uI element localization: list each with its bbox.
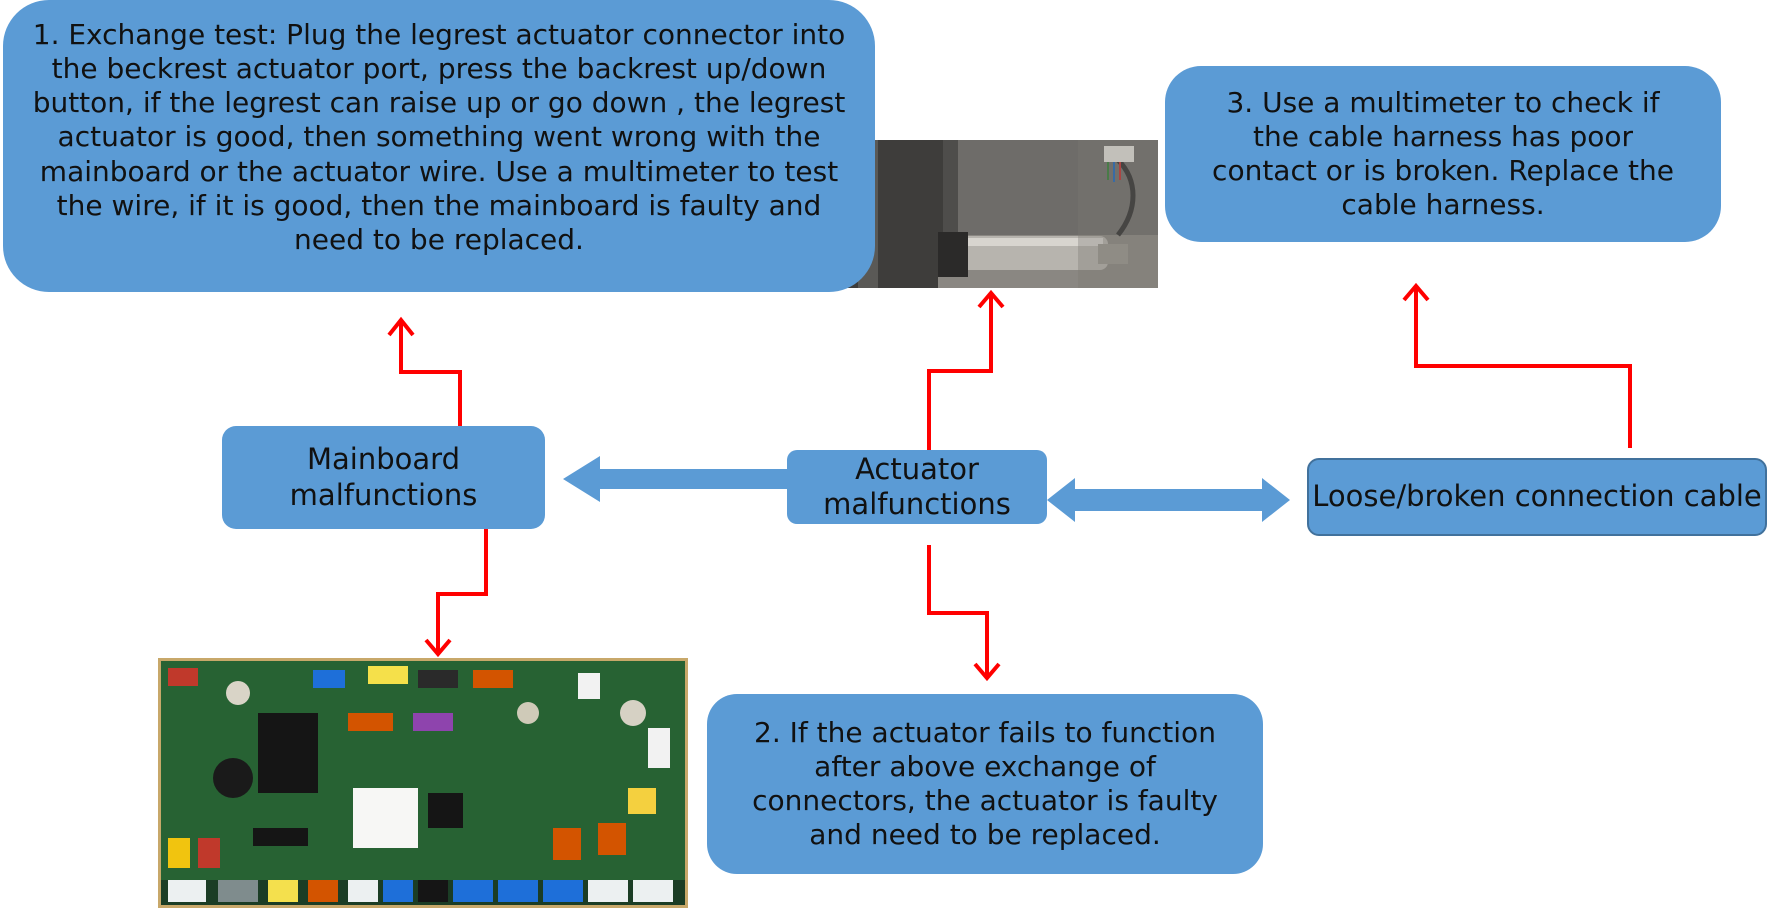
replace-actuator-text: 2. If the actuator fails to function aft… [752, 715, 1218, 852]
actuator-photo [838, 140, 1158, 288]
block-arrow-double [1047, 478, 1290, 522]
mainboard-malfunctions-label: Mainboard malfunctions [289, 442, 478, 512]
exchange-test-callout: 1. Exchange test: Plug the legrest actua… [3, 0, 875, 292]
red-connector-mainboard-down [424, 529, 488, 658]
actuator-malfunctions-label: Actuator malfunctions [823, 451, 1011, 521]
red-connector-actuator-down [927, 545, 1001, 682]
red-connector-mainboard-up [387, 316, 462, 426]
loose-cable-node: Loose/broken connection cable [1307, 458, 1767, 536]
red-connector-actuator-up [927, 289, 1005, 450]
red-connector-cable-up [1402, 282, 1632, 448]
mainboard-photo [158, 658, 688, 908]
multimeter-callout: 3. Use a multimeter to check if the cabl… [1165, 66, 1721, 242]
actuator-malfunctions-node: Actuator malfunctions [787, 450, 1047, 524]
block-arrow-left [563, 456, 787, 502]
mainboard-malfunctions-node: Mainboard malfunctions [222, 426, 545, 529]
loose-cable-label: Loose/broken connection cable [1312, 479, 1762, 514]
multimeter-text: 3. Use a multimeter to check if the cabl… [1212, 85, 1674, 222]
replace-actuator-callout: 2. If the actuator fails to function aft… [707, 694, 1263, 874]
exchange-test-text: 1. Exchange test: Plug the legrest actua… [32, 18, 846, 256]
